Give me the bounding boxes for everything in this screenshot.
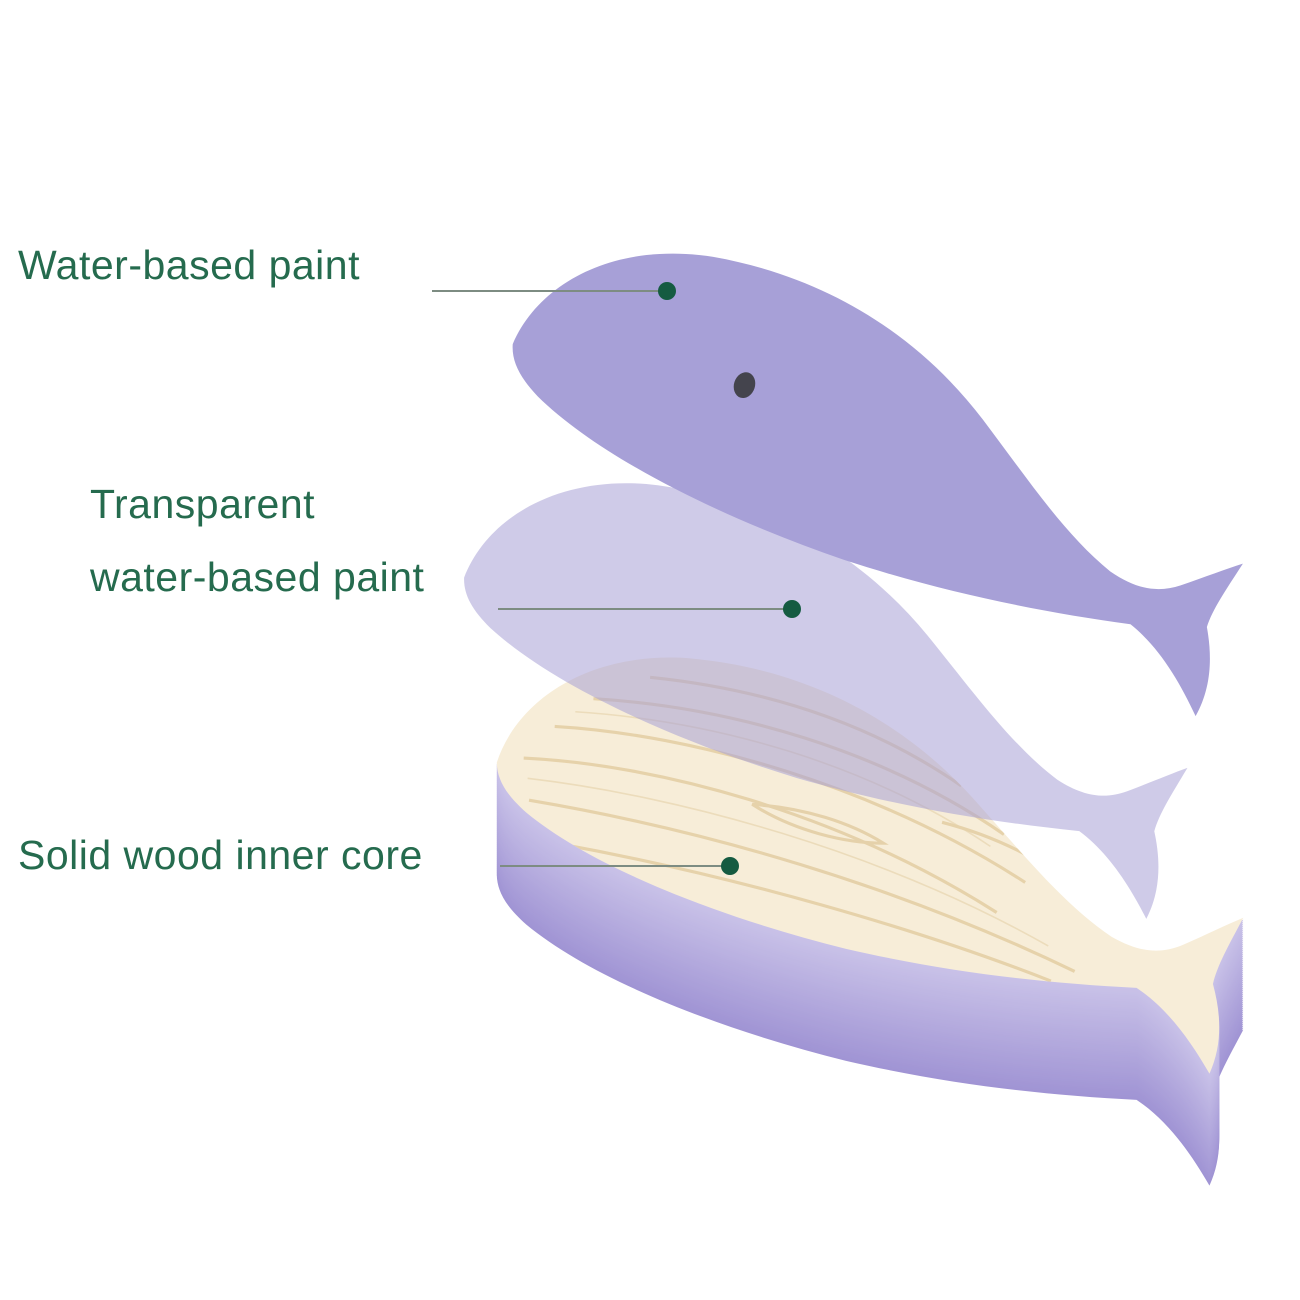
callout-dot-2 [783, 600, 801, 618]
label-solid-wood-inner-core: Solid wood inner core [18, 832, 423, 878]
hanging-hole [733, 372, 756, 399]
painted-whale-layer [468, 202, 1288, 717]
callout-dot-3 [721, 857, 739, 875]
wood-grain-line [523, 756, 998, 914]
wood-grain-line [527, 777, 1049, 947]
label-transparent-line1: Transparent [90, 481, 316, 527]
wood-grain-line [559, 842, 1052, 983]
callout-dot-1 [658, 282, 676, 300]
label-water-based-paint: Water-based paint [18, 242, 360, 288]
label-transparent-line2: water-based paint [90, 554, 425, 600]
wood-grain-knot [751, 802, 889, 845]
wood-grain-line [528, 798, 1076, 973]
label-transparent-water-based-paint: Transparent water-based paint [90, 468, 424, 614]
